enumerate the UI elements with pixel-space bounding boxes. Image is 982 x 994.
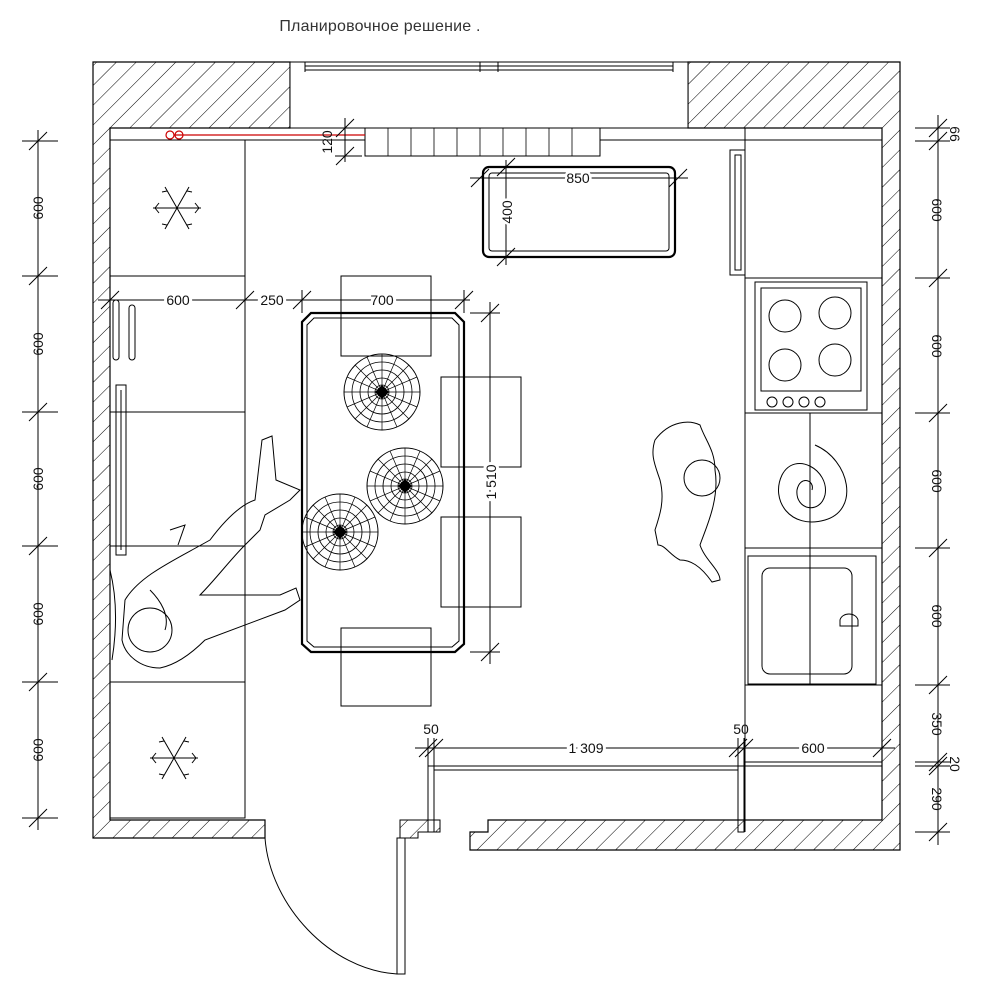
dim-right-600-2: 600 [929,334,945,358]
dim-right-600-4: 600 [929,604,945,628]
hob-icon [754,281,868,411]
snowflake-icon [152,186,202,230]
dim-right-600-3: 600 [929,469,945,493]
dim-depth-600: 600 [166,292,190,308]
dim-bottom-600: 600 [801,740,825,756]
walls [92,61,901,851]
person-icon [652,421,721,583]
snowflake-icon [149,736,199,780]
plant-icon [778,444,848,523]
island-sink [481,165,677,259]
dim-left-600-2: 600 [30,332,46,356]
dim-gap-250: 250 [260,292,284,308]
dim-sink-850: 850 [566,170,590,186]
dim-sink-400: 400 [499,200,515,224]
dim-bottom-50-a: 50 [423,721,439,737]
dim-bottom-50-b: 50 [733,721,749,737]
dim-left-600-4: 600 [30,602,46,626]
dim-right-20: 20 [947,756,963,772]
dining-table [300,275,522,707]
dim-left-600-1: 600 [30,196,46,220]
dim-left-600-5: 600 [30,738,46,762]
dim-right-66: 66 [947,126,963,142]
plant-icon [301,493,379,571]
dim-right-350: 350 [929,712,945,736]
plant-icon [343,353,421,431]
dim-right-600-1: 600 [929,198,945,222]
sink-icon [747,555,877,685]
plant-icon [366,447,444,525]
person-icon [121,435,301,669]
dim-left-600-3: 600 [30,467,46,491]
dim-table-700: 700 [370,292,394,308]
dim-right-290: 290 [929,787,945,811]
right-cabinet-run [729,128,882,832]
dimension-labels: 600 600 600 600 600 66 600 600 600 600 3… [30,126,963,811]
dim-bottom-1309: 1 309 [568,740,603,756]
door-swing-icon [264,765,745,975]
plan-title: Планировочное решение . [279,18,481,35]
left-cabinet-run [109,139,246,819]
dimension-lines [22,115,950,845]
dim-pipe-120: 120 [319,130,335,154]
dim-table-1510: 1 510 [483,464,499,499]
